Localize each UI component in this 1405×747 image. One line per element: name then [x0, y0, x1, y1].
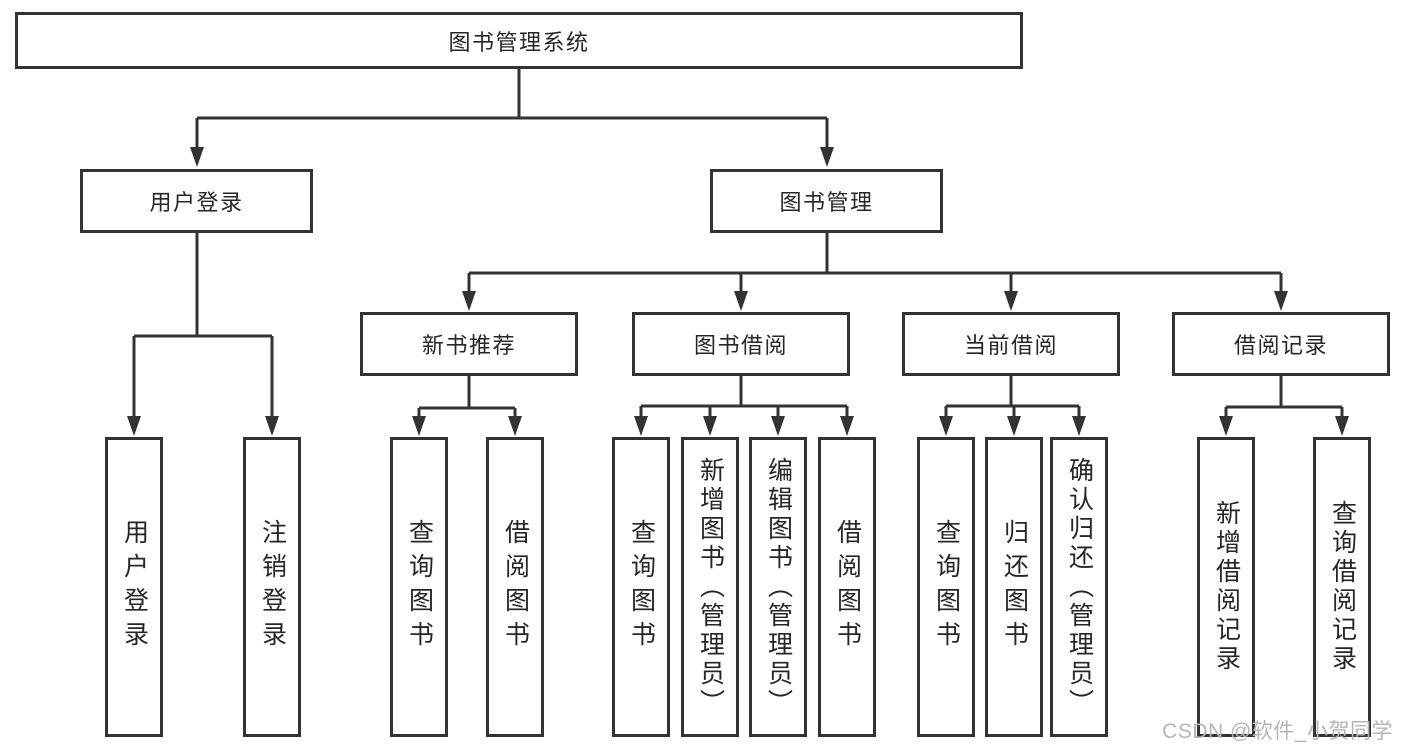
node-label: 用户登录 — [149, 190, 244, 215]
node-root-library-management-system: 图书管理系统 — [15, 12, 1023, 69]
node-leaf-edit-books-admin: 编辑图书（管理员） — [749, 437, 807, 737]
node-book-management: 图书管理 — [710, 169, 943, 233]
connector-current-borrowing-children — [939, 375, 1086, 436]
node-label: 查询借阅记录 — [1328, 500, 1357, 674]
node-label: 借阅图书 — [501, 519, 530, 655]
connector-book-management-children — [462, 231, 1288, 311]
node-label: 图书管理系统 — [448, 29, 590, 55]
node-leaf-add-borrow-record: 新增借阅记录 — [1197, 437, 1255, 737]
node-leaf-return-books: 归还图书 — [985, 437, 1043, 737]
node-leaf-query-books-current: 查询图书 — [917, 437, 975, 737]
node-label: 用户登录 — [120, 519, 149, 655]
node-label: 编辑图书（管理员） — [764, 456, 793, 718]
node-label: 归还图书 — [1000, 519, 1029, 655]
node-label: 新书推荐 — [421, 333, 516, 358]
node-label: 新增借阅记录 — [1212, 500, 1241, 674]
connector-book-borrowing-children — [634, 375, 854, 436]
node-label: 图书借阅 — [693, 333, 788, 358]
node-new-book-recommendation: 新书推荐 — [360, 312, 578, 376]
node-leaf-add-books-admin: 新增图书（管理员） — [681, 437, 739, 737]
node-leaf-borrow-books: 借阅图书 — [818, 437, 876, 737]
node-label: 查询图书 — [627, 519, 656, 655]
node-user-login: 用户登录 — [80, 169, 313, 233]
node-label: 借阅记录 — [1233, 333, 1328, 358]
node-leaf-query-borrow-record: 查询借阅记录 — [1313, 437, 1371, 737]
connector-new-book-recommendation-children — [412, 375, 522, 436]
node-leaf-logout-action: 注销登录 — [243, 437, 301, 737]
node-leaf-query-books-borrowing: 查询图书 — [612, 437, 670, 737]
node-label: 确认归还（管理员） — [1065, 456, 1094, 718]
node-label: 借阅图书 — [833, 519, 862, 655]
node-label: 当前借阅 — [963, 333, 1058, 358]
connector-user-login-children — [127, 231, 279, 436]
node-book-borrowing: 图书借阅 — [632, 312, 850, 376]
node-leaf-query-books-recommend: 查询图书 — [390, 437, 448, 737]
node-borrowing-records: 借阅记录 — [1172, 312, 1390, 376]
node-label: 查询图书 — [405, 519, 434, 655]
node-label: 新增图书（管理员） — [696, 456, 725, 718]
node-label: 查询图书 — [932, 519, 961, 655]
node-current-borrowing: 当前借阅 — [902, 312, 1120, 376]
connector-borrowing-records-children — [1219, 375, 1349, 436]
node-leaf-confirm-return-admin: 确认归还（管理员） — [1050, 437, 1108, 737]
node-leaf-borrow-books-recommend: 借阅图书 — [486, 437, 544, 737]
node-label: 图书管理 — [779, 190, 874, 215]
node-leaf-user-login-action: 用户登录 — [105, 437, 163, 737]
node-label: 注销登录 — [258, 519, 287, 655]
connector-root-to-level2 — [190, 68, 834, 167]
watermark: CSDN @软件_小贺同学 — [1162, 720, 1393, 743]
